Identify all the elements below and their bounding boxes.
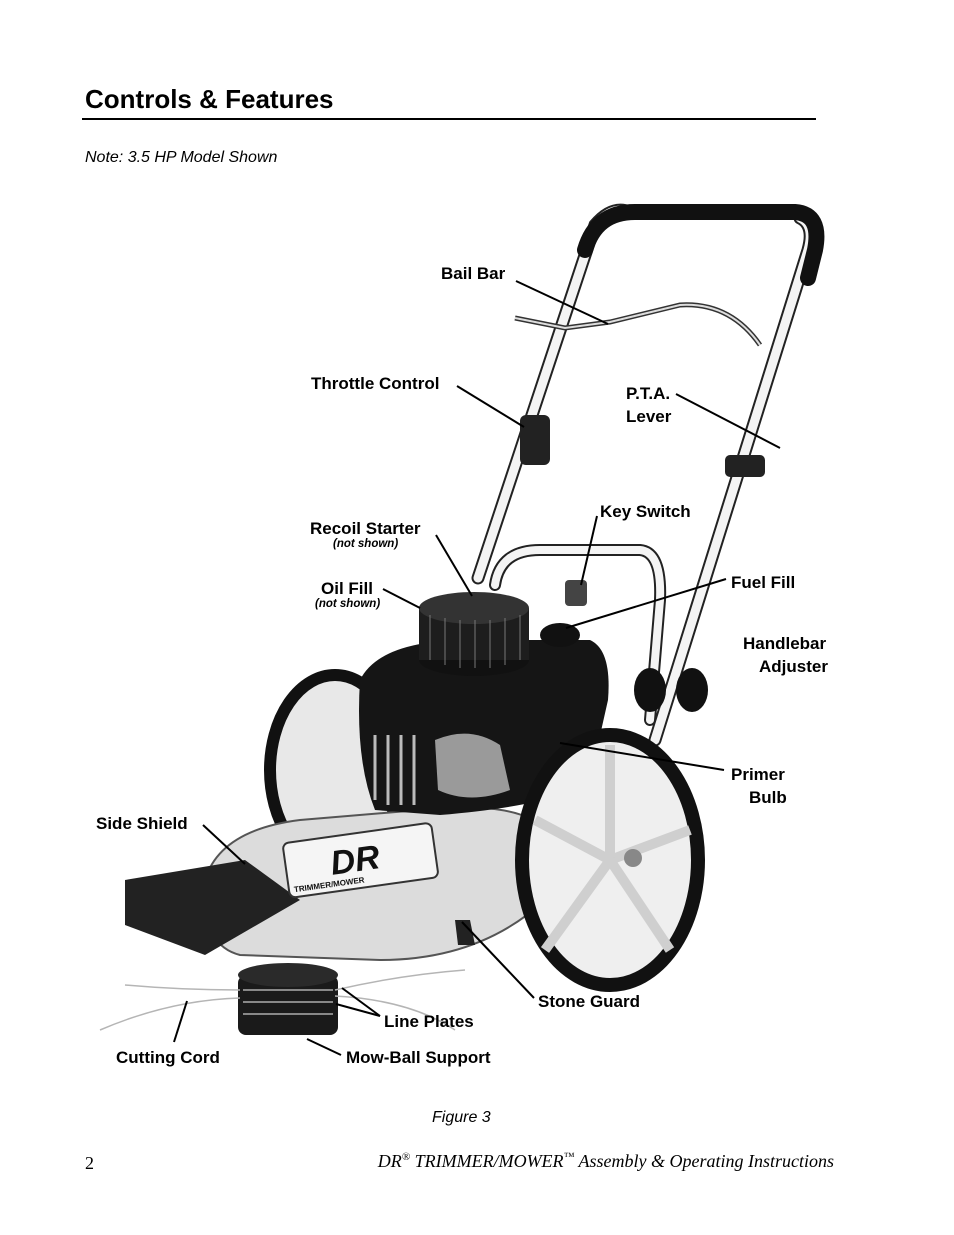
label-oil-fill: Oil Fill <box>321 579 373 598</box>
label-primer-bulb-line1: Primer <box>731 765 785 784</box>
footer-doc-title: Assembly & Operating Instructions <box>574 1151 834 1171</box>
footer-product: TRIMMER/MOWER <box>410 1151 564 1171</box>
logo-text: DR <box>328 838 382 883</box>
footer-document-title: DR® TRIMMER/MOWER™ Assembly & Operating … <box>378 1151 834 1172</box>
label-recoil-starter-note: (not shown) <box>333 538 399 550</box>
label-pta-lever-line1: P.T.A. <box>626 384 671 403</box>
throttle-body <box>520 415 550 465</box>
dr-logo-decal: DR TRIMMER/MOWER <box>282 822 439 899</box>
right-wheel <box>515 728 705 992</box>
figure-caption: Figure 3 <box>432 1109 491 1126</box>
fuel-cap <box>540 623 580 647</box>
model-note: Note: 3.5 HP Model Shown <box>85 149 278 166</box>
footer-brand: DR <box>377 1151 402 1171</box>
label-handlebar-adjuster-line2: Adjuster <box>759 657 828 676</box>
label-side-shield: Side Shield <box>96 814 188 833</box>
label-primer-bulb-line2: Bulb <box>749 788 787 807</box>
label-throttle-control: Throttle Control <box>311 374 440 393</box>
carburetor <box>435 733 510 798</box>
handlebar-knob-right <box>676 668 708 712</box>
page-title: Controls & Features <box>85 84 334 114</box>
stone-guard <box>455 920 475 945</box>
pta-lever-body <box>725 455 765 477</box>
label-stone-guard: Stone Guard <box>538 992 641 1011</box>
label-fuel-fill: Fuel Fill <box>731 573 796 592</box>
label-key-switch: Key Switch <box>600 502 691 521</box>
label-recoil-starter: Recoil Starter <box>310 519 421 538</box>
air-filter <box>419 592 529 676</box>
engine-fins <box>373 735 416 805</box>
handle-grip <box>577 204 825 286</box>
label-handlebar-adjuster-line1: Handlebar <box>743 634 827 653</box>
label-cutting-cord: Cutting Cord <box>116 1048 220 1067</box>
title-rule <box>82 118 816 120</box>
label-pta-lever-line2: Lever <box>626 407 672 426</box>
label-oil-fill-note: (not shown) <box>315 598 381 610</box>
handlebar-knob-left <box>634 668 666 712</box>
key-switch-body <box>565 580 587 606</box>
side-shield-flap <box>125 860 300 955</box>
label-line-plates: Line Plates <box>384 1012 474 1031</box>
footer-page-number: 2 <box>85 1153 94 1173</box>
registered-mark: ® <box>401 1151 411 1163</box>
label-bail-bar: Bail Bar <box>441 264 506 283</box>
mow-ball-head <box>238 963 338 1035</box>
leader-lines <box>173 280 781 1056</box>
trademark-mark: ™ <box>563 1151 575 1163</box>
cutting-cords <box>99 969 466 1031</box>
label-mow-ball-support: Mow-Ball Support <box>346 1048 491 1067</box>
